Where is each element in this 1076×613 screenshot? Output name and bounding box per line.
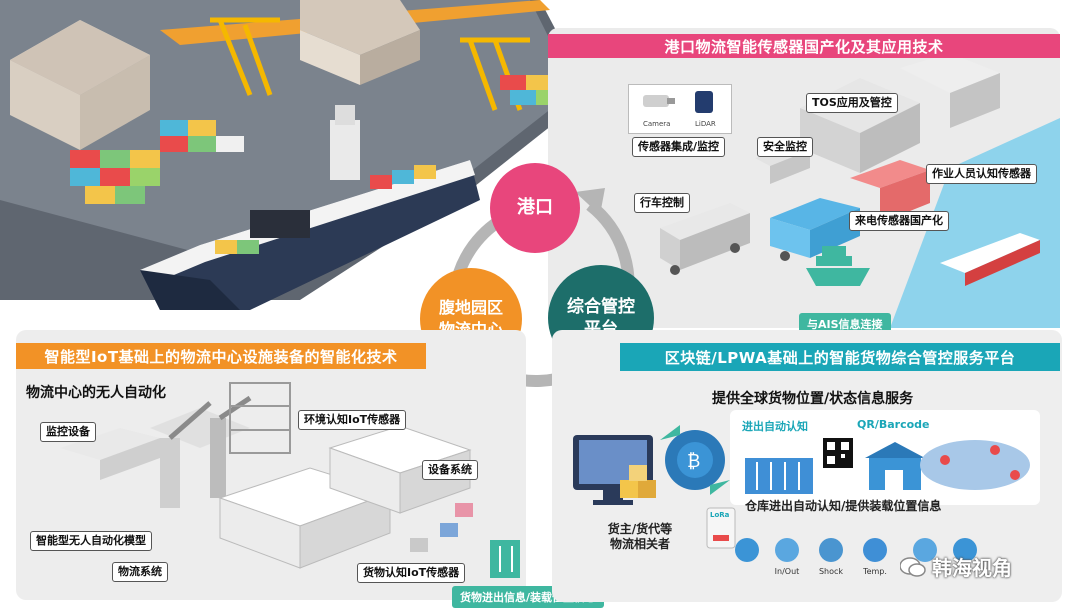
camera-lidar-svg [643,91,713,113]
port-illustration-svg [0,0,590,310]
platform-banner: 区块链/LPWA基础上的智能货物综合管控服务平台 [620,343,1060,371]
shipper-text: 货主/货代等 物流相关者 [585,522,695,552]
inout-icon [775,538,799,562]
temp-icon [863,538,887,562]
shipper-line2: 物流相关者 [609,537,670,551]
shock-icon [819,538,843,562]
lidar-icon [695,91,713,113]
tag-model: 智能型无人自动化模型 [30,531,152,551]
camera-label: Camera [643,120,671,128]
tag-power-sensor: 来电传感器国产化 [849,211,949,231]
icon-label-temp: Temp. [863,567,887,576]
wechat-icon [900,556,926,577]
tag-cargo-sensor: 货物认知IoT传感器 [357,563,466,583]
container-icon [745,458,813,494]
port-tech-banner: 港口物流智能传感器国产化及其应用技术 [548,34,1060,58]
ship-right [940,233,1040,286]
gauge-icon [913,538,937,562]
watermark: 韩海视角 [900,552,1012,581]
warehouse-right [900,58,1000,128]
cycle-hinterland-line1: 腹地园区 [438,298,503,317]
auto-recognition-label: 进出自动认知 [742,420,808,433]
tag-tos: TOS应用及管控 [806,93,898,113]
warehouse-left [10,20,150,150]
truck-icon [490,540,520,578]
cycle-platform-line1: 综合管控 [567,297,635,317]
cycle-port-label: 港口 [517,197,553,218]
tag-logistics-system: 物流系统 [112,562,168,582]
lora-device-icon [706,507,736,549]
crane-1 [210,17,280,96]
container-block-red [850,160,930,223]
globe-icon [735,538,759,562]
tag-safety: 安全监控 [757,137,813,157]
port-illustration [0,0,600,330]
platform-heading: 提供全球货物位置/状态信息服务 [712,391,914,407]
ais-label: 与AIS信息连接 [799,313,891,335]
lidar-label: LiDAR [695,120,716,128]
blockchain-gear-icon: ₿ [660,425,730,495]
container-stack-1 [70,150,160,204]
tag-equipment: 设备系统 [422,460,478,480]
robot-arm-area [150,395,252,508]
logistics-heading: 物流中心的无人自动化 [26,385,166,401]
lora-label: LoRa [710,511,730,519]
shelving [229,382,291,454]
platform-scene-svg: ₿ [573,425,1030,562]
icon-label-shock: Shock [818,567,844,576]
warehouse-info-text: 仓库进出自动认知/提供装载位置信息 [745,499,942,513]
cycle-port: 港口 [490,163,580,253]
logistics-scene-svg [60,382,520,578]
logistics-banner: 智能型IoT基础上的物流中心设施装备的智能化技术 [16,343,426,369]
warehouse-icon [865,442,925,490]
container-ship [140,105,480,310]
cargo-ship-icon [806,246,870,286]
container-stack-2 [160,120,244,152]
world-map-icon [920,440,1030,490]
tag-env-sensor: 环境认知IoT传感器 [298,410,407,430]
warehouse-top [300,0,420,85]
cargo-box-icons [620,465,656,498]
camera-icon [643,95,669,107]
icon-label-inout: In/Out [774,567,800,576]
tag-crane: 行车控制 [634,193,690,213]
tag-sensor-integration: 传感器集成/监控 [632,137,726,157]
truck-mid [770,198,860,261]
qr-code-icon [823,438,853,468]
shipper-line1: 货主/货代等 [607,522,673,536]
lock-icon [953,538,977,562]
tag-monitor: 监控设备 [40,422,96,442]
sensor-device-box: Camera LiDAR [628,84,732,134]
watermark-text: 韩海视角 [932,556,1012,580]
forklift-area [410,503,473,552]
svg-text:₿: ₿ [687,451,700,472]
monitor-desk [60,428,160,480]
qr-label: QR/Barcode [857,418,930,431]
truck-left [660,203,750,275]
tag-worker-sensor: 作业人员认知传感器 [926,164,1037,184]
